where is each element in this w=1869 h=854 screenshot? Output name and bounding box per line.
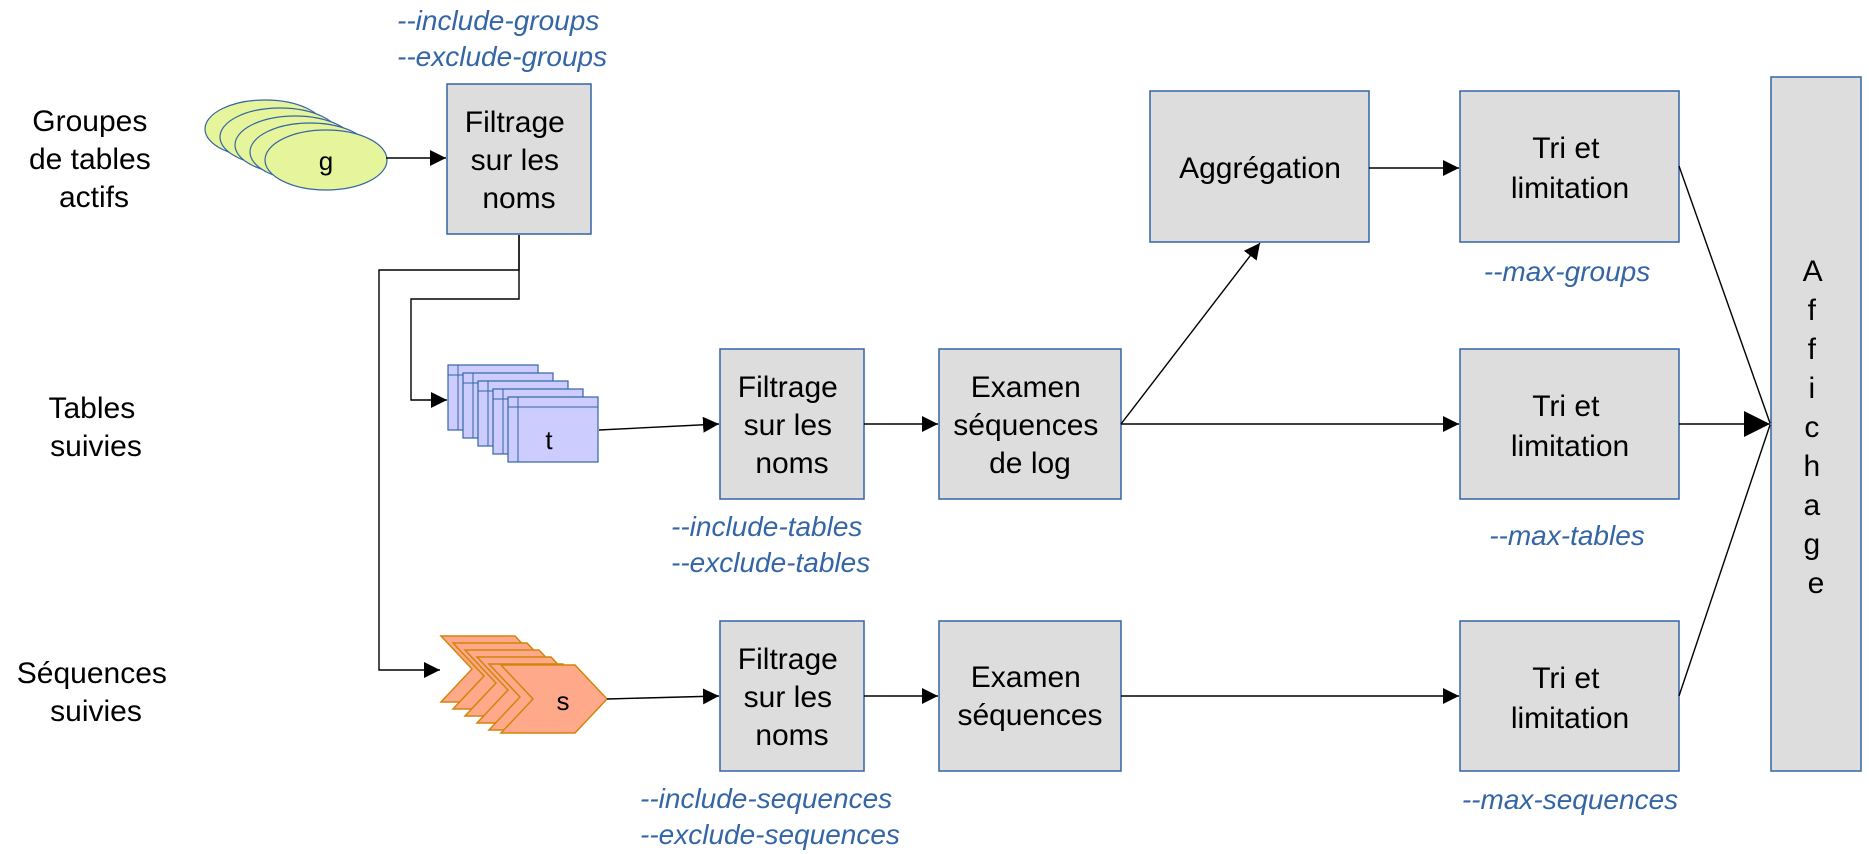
edge-filter-to-tables <box>410 235 520 408</box>
group-letter: g <box>319 146 333 176</box>
svg-text:Filtrage sur les n: Filtrage sur les noms <box>738 371 846 480</box>
svg-text:A f f i: A f f i c h a g e <box>1803 255 1830 600</box>
edge-sort-groups-to-display <box>1678 165 1771 424</box>
svg-text:Tri et limitation: Tri et limitation <box>1511 390 1629 463</box>
sort-tables-box: Tri et limitation <box>1459 348 1680 500</box>
aggregation-box: Aggrégation <box>1149 90 1370 243</box>
edge-exam-log-to-aggregation <box>1120 242 1261 425</box>
sort-sequences-box: Tri et limitation <box>1459 620 1680 772</box>
exam-log-sequences-box: Examen séquences de log <box>938 348 1122 500</box>
sequence-letter: s <box>557 686 570 716</box>
options-tables: --include-tables --exclude-tables <box>671 511 870 578</box>
edge-tables-to-filter <box>598 416 720 433</box>
option-max-sequences: --max-sequences <box>1462 784 1678 815</box>
svg-text:Examen séquences: Examen séquences <box>957 661 1102 732</box>
display-box: A f f i c h a g e <box>1770 76 1862 772</box>
filter-tables-box: Filtrage sur les noms <box>719 348 865 500</box>
table-letter: t <box>545 425 553 455</box>
options-sequences: --include-sequences --exclude-sequences <box>640 783 900 850</box>
svg-text:Filtrage sur les n: Filtrage sur les noms <box>465 106 573 215</box>
row-label-tables: Tables suivies <box>48 392 143 463</box>
svg-text:Filtrage sur les n: Filtrage sur les noms <box>738 643 846 752</box>
table-stack-icon: t <box>447 364 599 463</box>
sort-groups-box: Tri et limitation <box>1459 90 1680 243</box>
row-label-groups: Groupes de tables actifs <box>29 105 159 214</box>
svg-text:Tri et limitation: Tri et limitation <box>1511 132 1629 205</box>
sequence-stack-icon: s <box>439 635 609 734</box>
option-max-tables: --max-tables <box>1489 520 1645 551</box>
exam-sequences-box: Examen séquences <box>938 620 1122 772</box>
filter-sequences-box: Filtrage sur les noms <box>719 620 865 772</box>
filter-groups-box: Filtrage sur les noms <box>446 83 592 235</box>
group-stack-icon: g <box>204 99 388 191</box>
row-label-sequences: Séquences suivies <box>17 657 175 728</box>
edge-sequences-to-filter <box>606 688 720 705</box>
edge-filter-to-sequences <box>378 235 520 678</box>
edge-sort-sequences-to-display <box>1678 424 1771 697</box>
option-max-groups: --max-groups <box>1484 256 1650 287</box>
svg-text:Aggrégation: Aggrégation <box>1179 152 1341 185</box>
svg-text:Tri et limitation: Tri et limitation <box>1511 662 1629 735</box>
options-groups: --include-groups --exclude-groups <box>397 5 607 72</box>
svg-text:Examen séquences d: Examen séquences de log <box>953 371 1106 480</box>
